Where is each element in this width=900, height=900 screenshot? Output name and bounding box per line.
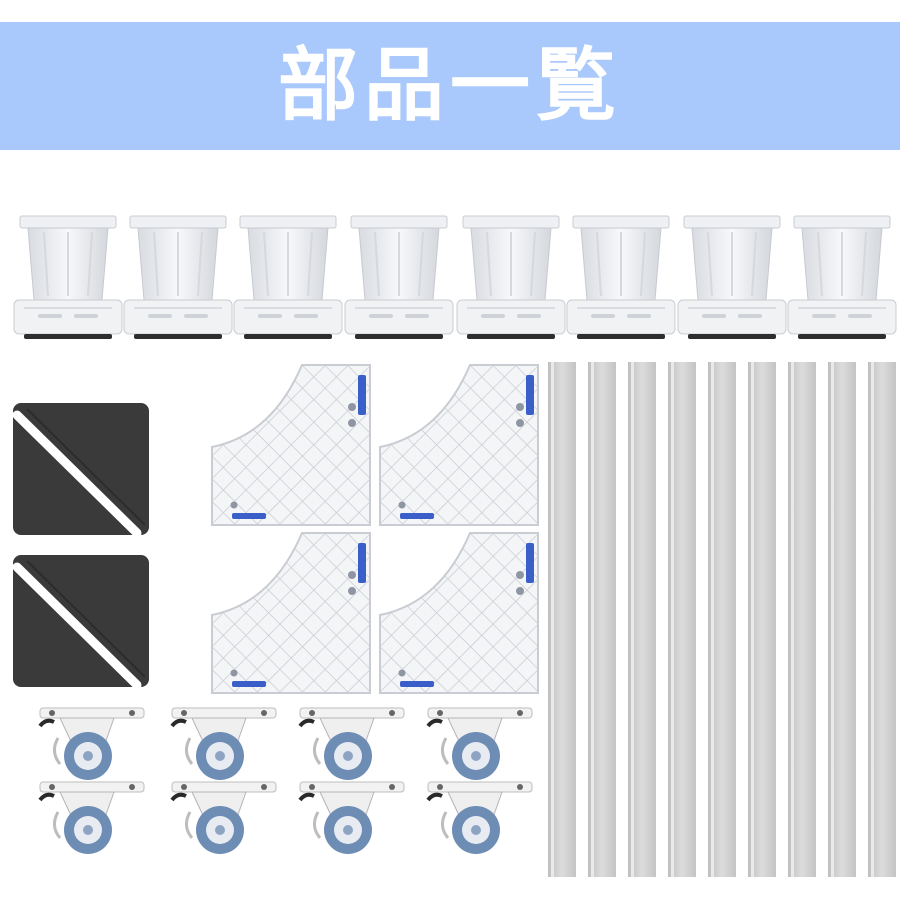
leveling-foot-5 [455, 214, 567, 341]
title-banner: 部品一覧 [0, 22, 900, 150]
anti-slip-pad-1 [13, 403, 149, 535]
anti-slip-pad-2 [13, 555, 149, 687]
caster-1 [38, 706, 146, 782]
leveling-foot-6 [565, 214, 677, 341]
rail-5 [708, 362, 736, 877]
corner-bracket-1 [211, 364, 371, 526]
rail-3 [628, 362, 656, 877]
leveling-foot-8 [786, 214, 898, 341]
leveling-foot-4 [343, 214, 455, 341]
rail-6 [748, 362, 776, 877]
corner-bracket-2 [379, 364, 539, 526]
corner-bracket-3 [211, 532, 371, 694]
corner-bracket-4 [379, 532, 539, 694]
caster-6 [170, 780, 278, 856]
caster-3 [298, 706, 406, 782]
corner-brackets [211, 364, 539, 694]
rail-2 [588, 362, 616, 877]
page-title: 部品一覧 [278, 39, 622, 132]
leveling-foot-2 [122, 214, 234, 341]
leveling-foot-7 [676, 214, 788, 341]
caster-2 [170, 706, 278, 782]
anti-slip-pads [13, 403, 149, 687]
leveling-foot-3 [232, 214, 344, 341]
caster-5 [38, 780, 146, 856]
rail-8 [828, 362, 856, 877]
leveling-foot-1 [12, 214, 124, 341]
casters [38, 706, 534, 856]
caster-8 [426, 780, 534, 856]
rail-7 [788, 362, 816, 877]
caster-7 [298, 780, 406, 856]
rail-9 [868, 362, 896, 877]
rails [548, 362, 896, 877]
rail-1 [548, 362, 576, 877]
rail-4 [668, 362, 696, 877]
caster-4 [426, 706, 534, 782]
leveling-feet-row [12, 214, 898, 341]
